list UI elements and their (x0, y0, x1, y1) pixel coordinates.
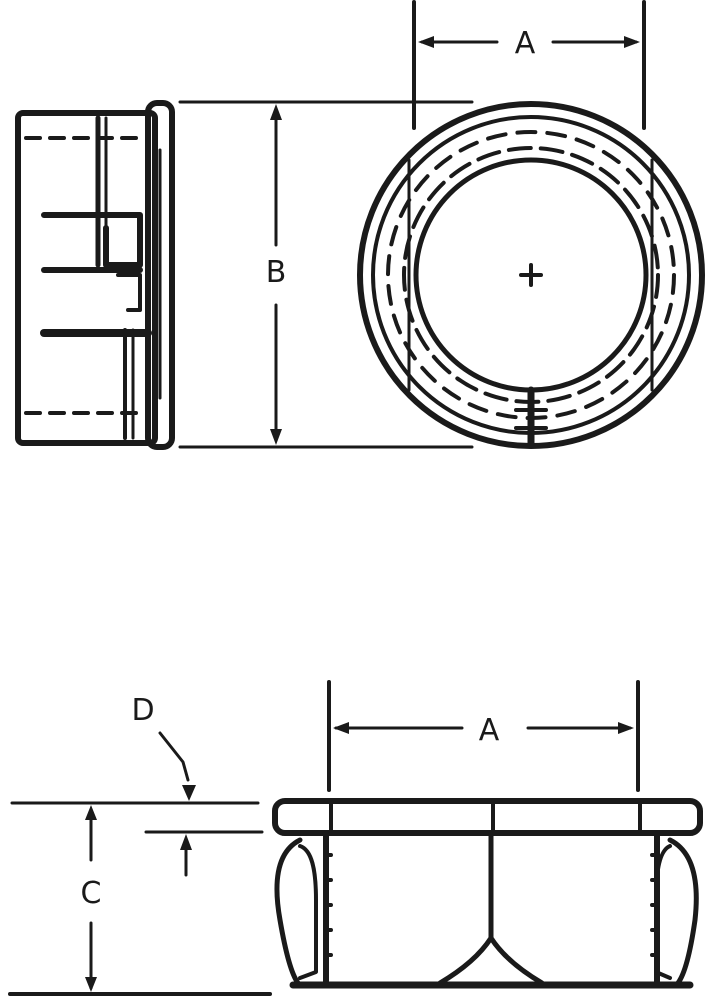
dimension-b: B (178, 100, 474, 449)
arrow-up-icon (180, 834, 192, 850)
label-a-bottom: A (479, 713, 500, 748)
arrow-left-icon (333, 722, 349, 734)
arrow-left-icon (418, 36, 434, 48)
label-a-top: A (515, 26, 536, 61)
label-b: B (266, 255, 287, 290)
arrow-right-icon (624, 36, 640, 48)
section-view (272, 798, 703, 989)
arrow-down-icon (182, 785, 196, 801)
dimension-d: D (131, 693, 264, 877)
dimension-c: C (8, 801, 272, 996)
label-c: C (81, 876, 102, 911)
arrow-right-icon (618, 722, 634, 734)
arrow-down-icon (270, 429, 282, 445)
dimension-a-top: A (412, 0, 646, 130)
end-view (357, 101, 705, 449)
center-mark-icon (519, 263, 543, 287)
arrow-up-icon (270, 104, 282, 120)
arrow-up-icon (85, 805, 97, 820)
side-view (15, 100, 175, 450)
arrow-down-icon (85, 977, 97, 992)
label-d: D (131, 693, 154, 728)
dimension-a-bottom: A (327, 680, 640, 792)
